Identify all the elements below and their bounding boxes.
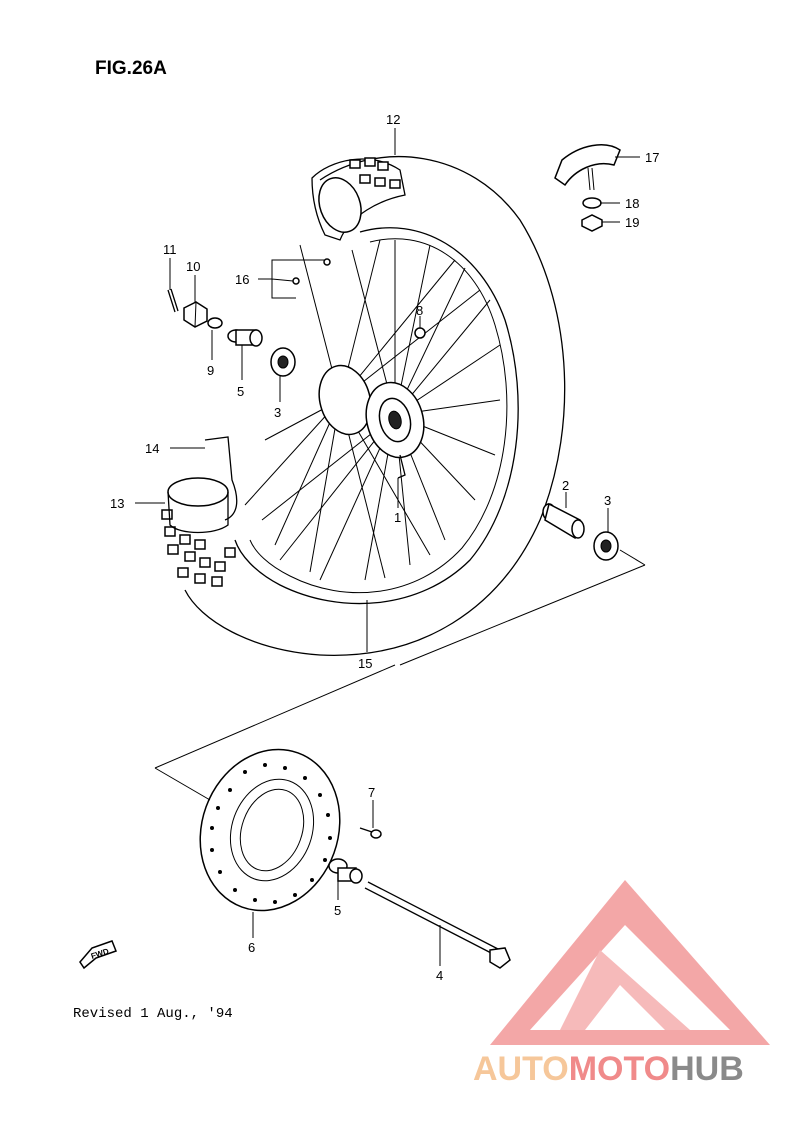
rim-lock: [554, 144, 621, 191]
label-7: 7: [368, 785, 375, 800]
disc-bolt: [359, 827, 382, 839]
spoke-nipple: [292, 277, 300, 285]
tread-top: [311, 157, 406, 241]
fwd-arrow-icon: FWD: [79, 940, 117, 970]
leader-lines: [135, 128, 640, 966]
label-15: 15: [358, 656, 372, 671]
label-3-right: 3: [604, 493, 611, 508]
label-8: 8: [416, 303, 423, 318]
cotter-pin: [167, 288, 179, 313]
label-1: 1: [394, 510, 401, 525]
label-14: 14: [145, 441, 159, 456]
label-16: 16: [235, 272, 249, 287]
watermark-hub: HUB: [670, 1050, 744, 1088]
part-labels: 12 17 18 19 11 10 16 8 9 5 3 14 13 1 2 3…: [110, 112, 659, 983]
washer-18: [582, 197, 602, 209]
label-13: 13: [110, 496, 124, 511]
nut-19: [581, 214, 603, 232]
watermark-moto: MOTO: [569, 1050, 670, 1088]
watermark-text: AUTOMOTOHUB: [473, 1050, 744, 1088]
tire: [161, 155, 566, 656]
axle: [364, 881, 511, 969]
label-9: 9: [207, 363, 214, 378]
label-11: 11: [163, 242, 177, 257]
label-19: 19: [625, 215, 639, 230]
hub: [318, 364, 425, 479]
label-6: 6: [248, 940, 255, 955]
spacer-2: [542, 502, 585, 540]
label-2: 2: [562, 478, 569, 493]
label-17: 17: [645, 150, 659, 165]
brake-disc: [199, 748, 341, 912]
figure-title: FIG.26A: [95, 58, 167, 79]
label-10: 10: [186, 259, 200, 274]
bearing-left: [270, 347, 296, 377]
watermark-logo: [490, 880, 770, 1045]
spacer-lower: [328, 858, 363, 884]
label-3-left: 3: [274, 405, 281, 420]
label-4: 4: [436, 968, 443, 983]
axle-nut: [183, 301, 208, 328]
label-12: 12: [386, 112, 400, 127]
tread-left: [161, 509, 236, 587]
spacer-left: [227, 329, 263, 347]
label-18: 18: [625, 196, 639, 211]
revision-note: Revised 1 Aug., '94: [73, 1006, 233, 1022]
label-5-lower: 5: [334, 903, 341, 918]
valve-cap: [414, 327, 426, 339]
watermark-auto: AUTO: [473, 1050, 569, 1088]
washer: [207, 317, 223, 329]
spoke-nipple: [323, 258, 331, 266]
bearing-right: [593, 531, 619, 561]
label-5-upper: 5: [237, 384, 244, 399]
